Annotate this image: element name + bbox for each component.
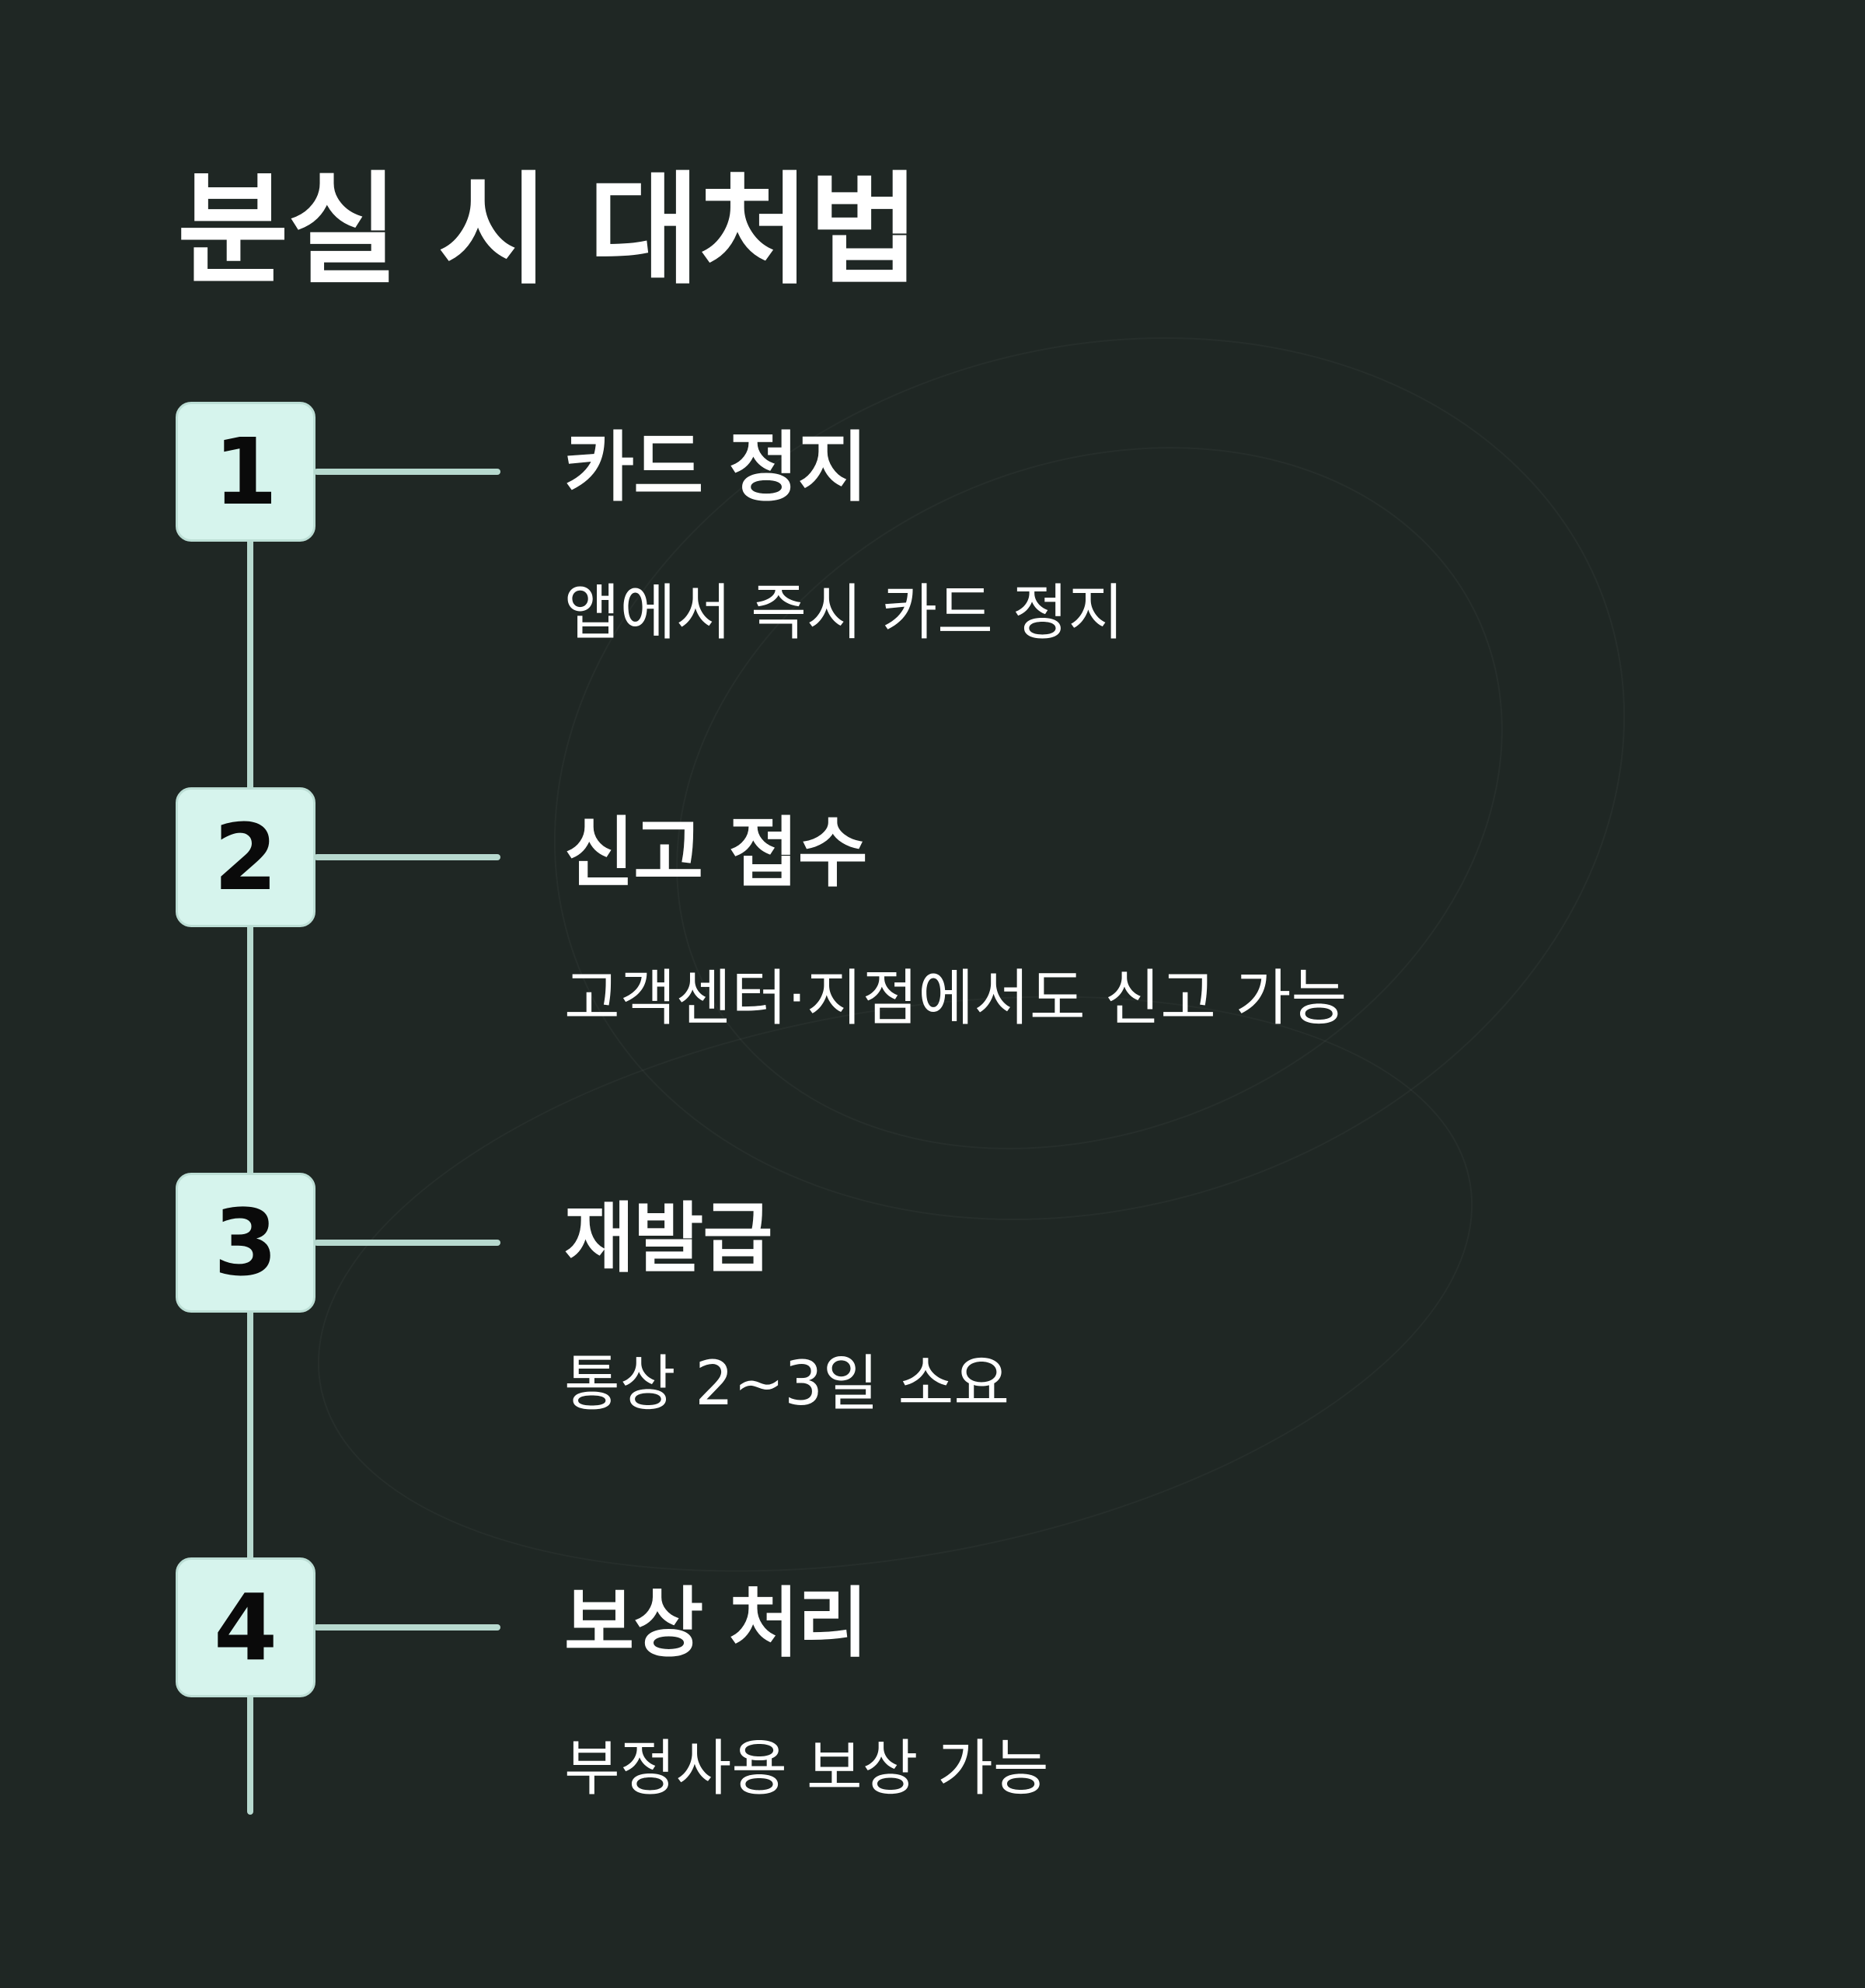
step-connector <box>314 1240 500 1246</box>
step-number-badge: 4 <box>176 1557 315 1697</box>
page-title: 분실 시 대처법 <box>177 159 920 301</box>
step-connector <box>314 1624 500 1631</box>
step-2: 2 신고 접수 고객센터·지점에서도 신고 가능 <box>0 787 1865 1032</box>
timeline-line <box>247 435 253 1815</box>
step-description: 고객센터·지점에서도 신고 가능 <box>564 964 1347 1034</box>
step-number-badge: 3 <box>176 1173 315 1313</box>
step-number-badge: 2 <box>176 787 315 927</box>
step-title: 카드 정지 <box>564 424 868 512</box>
step-description: 앱에서 즉시 카드 정지 <box>564 578 1124 648</box>
step-4: 4 보상 처리 부정사용 보상 가능 <box>0 1557 1865 1802</box>
step-connector <box>314 854 500 860</box>
step-connector <box>314 469 500 475</box>
step-number-badge: 1 <box>176 402 315 542</box>
step-title: 재발급 <box>564 1195 772 1283</box>
step-description: 통상 2~3일 소요 <box>564 1349 1009 1419</box>
step-1: 1 카드 정지 앱에서 즉시 카드 정지 <box>0 402 1865 647</box>
step-description: 부정사용 보상 가능 <box>564 1734 1049 1804</box>
step-title: 보상 처리 <box>564 1579 868 1668</box>
step-title: 신고 접수 <box>564 809 868 898</box>
step-3: 3 재발급 통상 2~3일 소요 <box>0 1173 1865 1418</box>
